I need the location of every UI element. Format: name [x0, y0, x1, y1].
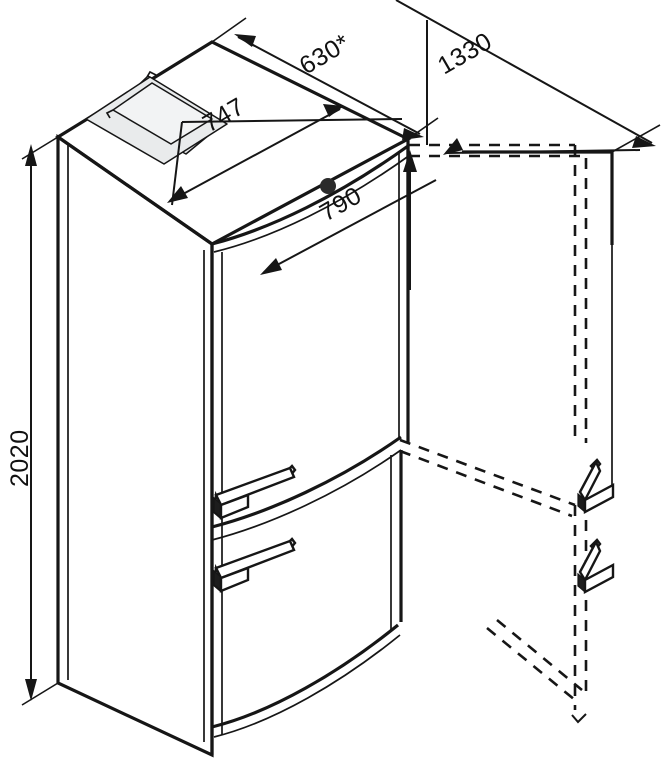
- open-lower-door-hidden-edge: [399, 438, 576, 507]
- dim-label-630: 630*: [295, 29, 355, 81]
- upper-door-bottom-curve-inner: [211, 449, 402, 541]
- open-door-bottom-tip: [571, 713, 587, 724]
- cabinet-top-face: [55, 40, 412, 246]
- dim-line-747-leg: [171, 121, 183, 206]
- dim-line-747-diagonal: [171, 108, 341, 201]
- lower-door-bottom-curve-inner: [213, 634, 401, 738]
- open-lower-door-bottom-edge-2: [496, 618, 583, 692]
- arrow-head-1330-right: [632, 136, 656, 148]
- dim-line-630: [237, 36, 421, 135]
- dim-line-1330-inner: [446, 149, 641, 154]
- lower-door-handle: [212, 537, 297, 594]
- lower-door-bottom-curve: [211, 623, 400, 729]
- top-panel-inset: [112, 82, 213, 145]
- dim-line-747: [181, 118, 403, 123]
- arrow-head-630-left: [234, 34, 256, 47]
- hinge-point-marker: [320, 178, 336, 194]
- ext-line-630-left: [211, 17, 247, 43]
- open-door: [399, 143, 615, 724]
- dimension-swing-1330: 1330: [395, 0, 661, 155]
- open-lower-door-hidden-edge-2: [399, 449, 573, 518]
- arrow-head-747-a: [323, 104, 344, 117]
- upper-door-bottom-curve: [211, 435, 402, 529]
- arrow-head-790-up: [403, 150, 417, 172]
- dim-line-790: [263, 179, 437, 273]
- open-lower-door-bottom-edge: [486, 626, 576, 702]
- arrow-head-1330-inner: [443, 138, 463, 155]
- top-panel-clip: [105, 109, 114, 119]
- dim-label-1330: 1330: [433, 27, 497, 80]
- top-control-panel: [85, 70, 228, 165]
- arrow-head-height-bottom: [25, 679, 37, 701]
- arrow-head-630-right: [402, 128, 424, 140]
- arrow-head-790-left: [260, 258, 282, 275]
- dim-label-2020: 2020: [6, 429, 34, 487]
- cabinet-left-side: [56, 133, 214, 758]
- upper-door-top-curve-inner: [213, 154, 411, 253]
- dimension-height-2020: 2020: [6, 136, 59, 706]
- dim-line-1330: [395, 0, 653, 144]
- top-panel-notch: [146, 70, 157, 78]
- open-door-lower-handle: [577, 538, 615, 595]
- ext-line-height-bottom: [21, 682, 59, 706]
- ext-line-747-start: [179, 41, 213, 63]
- ext-line-height-top: [21, 136, 59, 160]
- upper-door-closed: [211, 144, 411, 541]
- arrow-head-747-b: [167, 186, 188, 203]
- lower-door-closed: [211, 450, 403, 738]
- upper-door-top-curve: [211, 144, 409, 246]
- arrow-head-height-top: [25, 144, 37, 166]
- open-door-upper-handle: [577, 458, 615, 515]
- cabinet-body: [55, 40, 412, 758]
- upper-door-handle: [212, 464, 297, 521]
